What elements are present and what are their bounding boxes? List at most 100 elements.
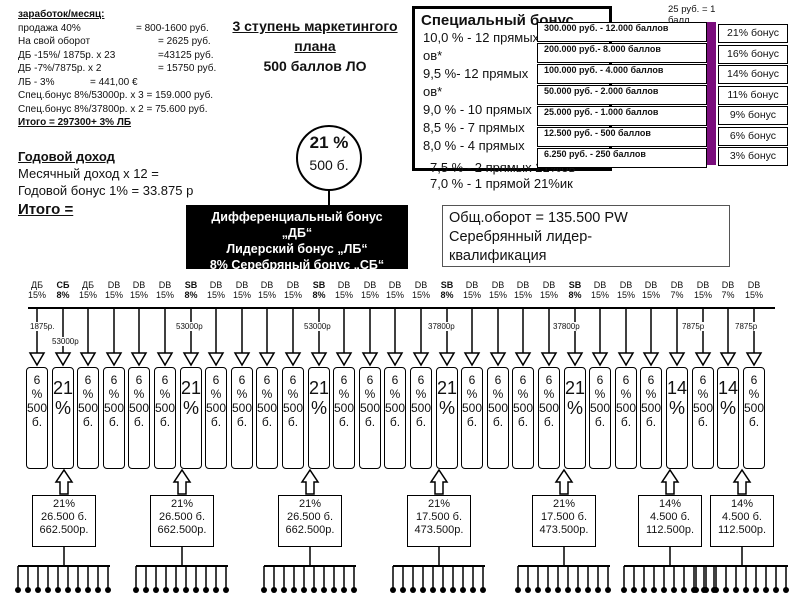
downline-node [773,587,779,593]
downline-node [15,587,21,593]
downline-node [203,587,209,593]
total-turnover-line: Общ.оборот = 135.500 PW [449,210,628,226]
partner-card: 21% [180,367,202,469]
arrow-head-down-icon [719,352,737,367]
itogo-label: Итого = [18,201,74,218]
subtotal-label: 37800р [553,322,580,331]
downline-node [153,587,159,593]
arrow-head-down-icon [207,352,225,367]
arrow-up-icon [300,468,320,495]
downline-node [261,587,267,593]
arrow-head-down-icon [540,352,558,367]
subtotal-label: 7875р [735,322,758,331]
earnings-block: заработок/месяц: продажа 40%= 800-1600 р… [18,8,288,130]
bonus-level-cell: 3% бонус [718,147,788,166]
arrow-head-down-icon [335,352,353,367]
downline-node [711,587,717,593]
downline-node [65,587,71,593]
downline-node [743,587,749,593]
downline-node [595,587,601,593]
earnings-line: На свой оборот= 2625 руб. [18,35,288,49]
earnings-line: ДБ -15%/ 1875р. х 23=43125 руб. [18,49,288,63]
partner-card: 21% [436,367,458,469]
arrow-head-down-icon [617,352,635,367]
downline-node [641,587,647,593]
earnings-line-value: =43125 руб. [158,49,214,61]
downline-node [213,587,219,593]
arrow-head-down-icon [412,352,430,367]
arrow-up-icon [429,468,449,495]
root-node-points: 500 б. [309,157,349,173]
downline-node [440,587,446,593]
downline-node [565,587,571,593]
downline-node [341,587,347,593]
special-bonus-line: 8,5 % - 7 прямых [423,120,525,135]
downline-node [585,587,591,593]
earnings-line: ДБ -7%/7875р. х 2= 15750 руб. [18,62,288,76]
downline-node [410,587,416,593]
arrow-head-down-icon [361,352,379,367]
total-turnover-box: Общ.оборот = 135.500 PW Серебрянный лиде… [442,205,730,267]
downline-node [55,587,61,593]
downline-node [183,587,189,593]
downline-node [671,587,677,593]
earnings-lines: продажа 40%= 800-1600 руб.На свой оборот… [18,22,288,117]
plan-title: 3 ступень маркетингого плана 500 баллов … [200,16,430,76]
earnings-line-label: Спец.бонус 8%/37800р. х 2 = 75.600 руб. [18,103,208,115]
silver-bonus-label: 8% Серебряный бонус „СБ“ [209,258,385,269]
earnings-line: ЛБ - 3%= 441,00 € [18,76,288,90]
qualification-line2: квалификация [449,248,547,264]
arrow-head-down-icon [668,352,686,367]
arrow-head-down-icon [566,352,584,367]
partner-card: 21% [564,367,586,469]
downline-node [95,587,101,593]
annual-bonus-line: Годовой бонус 1% = 33.875 р [18,183,194,198]
downline-node [575,587,581,593]
downline-node [281,587,287,593]
purple-bar [707,22,716,165]
downline-node [75,587,81,593]
plan-title-line2: плана [294,38,336,54]
downline-box: 21%26.500 б.662.500р. [32,495,96,547]
plan-title-line1: 3 ступень маркетингого [232,18,398,34]
downline-node [555,587,561,593]
downline-node [621,587,627,593]
special-bonus-line: 10,0 % - 12 прямых ов* [423,30,562,45]
downline-node [460,587,466,593]
downline-node [301,587,307,593]
partner-card: 14% [666,367,688,469]
special-bonus-lines: 10,0 % - 12 прямых ов*ов* 9,5 %- 12 прям… [415,29,609,155]
downline-node [35,587,41,593]
downline-node [515,587,521,593]
arrow-head-down-icon [258,352,276,367]
downline-node [105,587,111,593]
downline-node [450,587,456,593]
arrow-head-down-icon [745,352,763,367]
downline-box: 21%26.500 б.662.500р. [150,495,214,547]
downline-node [311,587,317,593]
